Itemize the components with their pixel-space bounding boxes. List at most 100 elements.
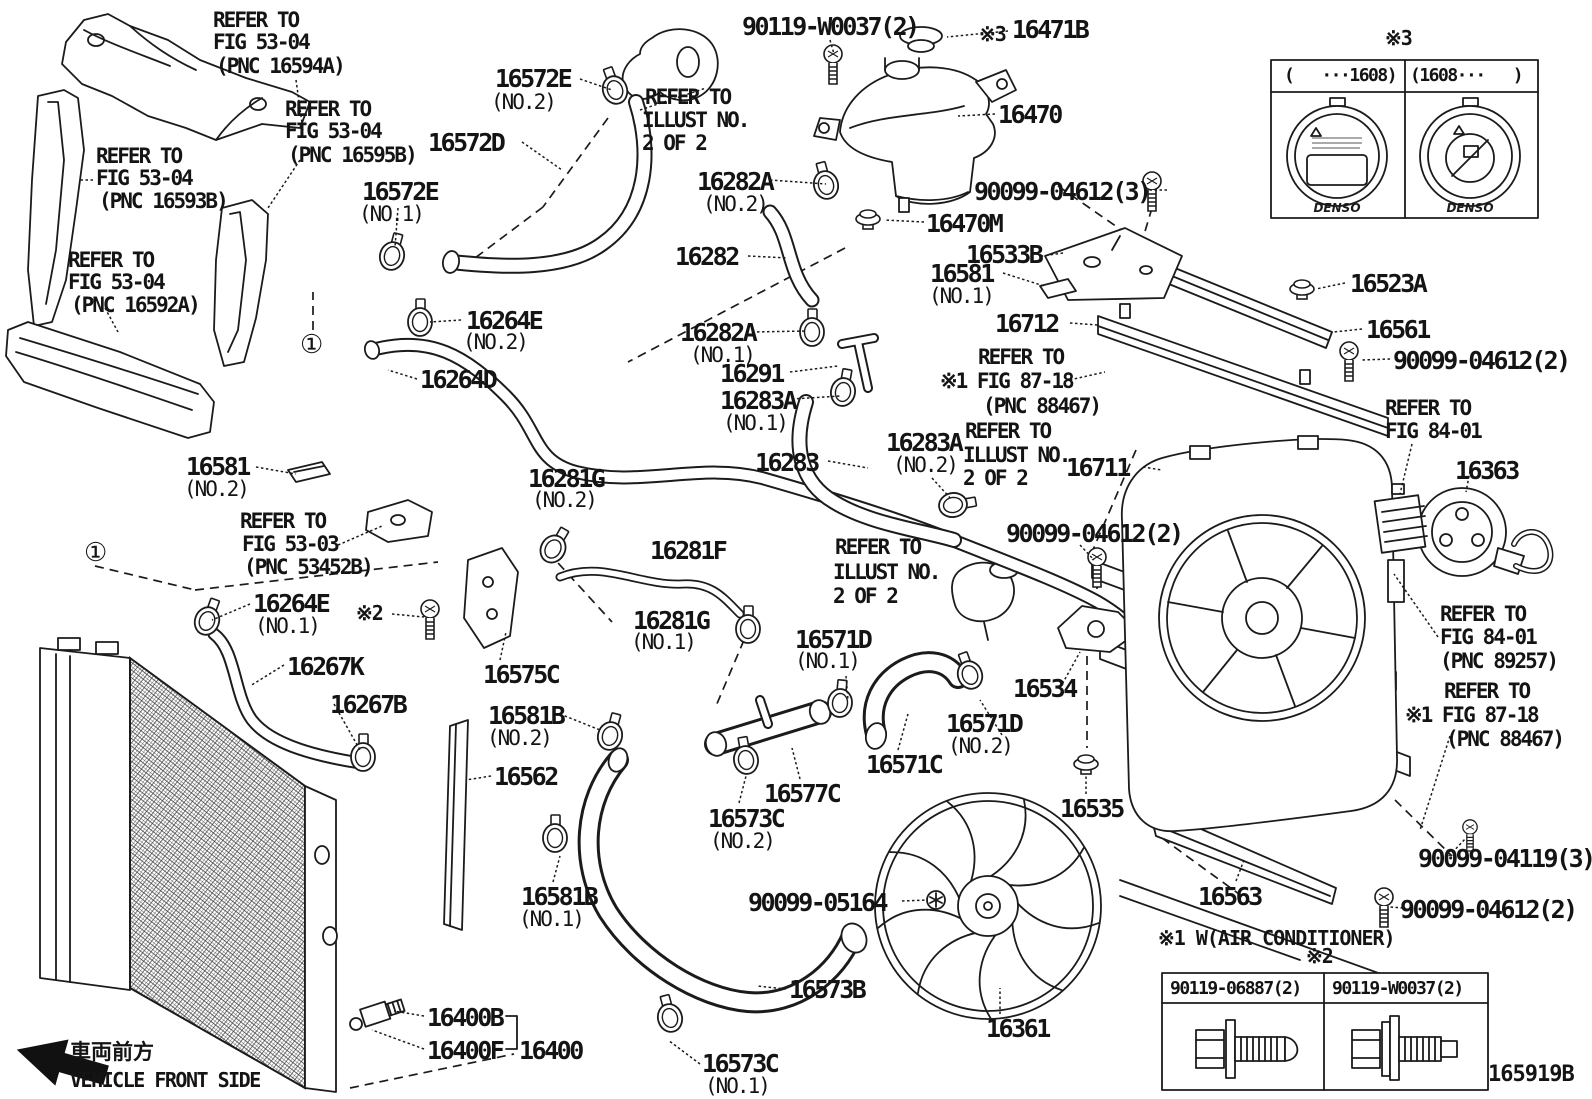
radiator: [39, 637, 338, 1093]
label-ref-5303-1: REFER TO: [240, 509, 327, 533]
cap-after-1608: DENSO: [1419, 97, 1521, 215]
cooling-fan: [874, 792, 1102, 1020]
label-ref-8401b-1: REFER TO: [1440, 602, 1527, 626]
label-part-16523a: 16523A: [1350, 269, 1428, 298]
label-part-16363: 16363: [1455, 456, 1520, 485]
label-part-16283a-no2: 16283A: [886, 428, 964, 457]
radiator-reserve-cap: [899, 26, 943, 53]
label-ref-illc-3: 2 OF 2: [833, 584, 899, 608]
label-part-16572e-no1: 16572E: [362, 177, 440, 206]
label-part-16283: 16283: [755, 448, 820, 477]
label-part-90099-04119: 90099-04119(3): [1418, 844, 1592, 873]
bolts-table-col1: 90119-06887(2): [1170, 978, 1302, 999]
denso-logo-right: DENSO: [1446, 201, 1493, 215]
label-part-90099-05164: 90099-05164: [748, 888, 889, 917]
label-ref-16593b-2: FIG 53-04: [96, 166, 194, 190]
bolt-06887: [1195, 1019, 1299, 1079]
label-part-16572e-no2: 16572E: [495, 64, 573, 93]
label-part-16571c: 16571C: [866, 750, 944, 779]
label-part-16471b: 16471B: [1012, 15, 1090, 44]
label-part-16281f: 16281F: [650, 536, 728, 565]
label-part-16470m: 16470M: [926, 209, 1004, 238]
label-ref-8718r-2: ※1 FIG 87-18: [1405, 703, 1540, 727]
figure-code: 165919B: [1488, 1062, 1575, 1087]
label-ref-16594a-1: REFER TO: [213, 8, 300, 32]
label-sub-16281g-no2: (NO.2): [532, 488, 598, 512]
label-part-16282: 16282: [675, 242, 740, 271]
label-part-16573c-no2: 16573C: [708, 804, 786, 833]
label-part-16581b-no1: 16581B: [521, 882, 599, 911]
label-sub-16283a-no1: (NO.1): [723, 411, 789, 435]
fan-resistor: [1373, 483, 1428, 554]
label-ref-illust-top-1: REFER TO: [645, 85, 732, 109]
label-part-16533b: 16533B: [966, 240, 1044, 269]
label-ref-8718r-3: (PNC 88467): [1446, 727, 1565, 751]
label-part-16534: 16534: [1013, 674, 1078, 703]
label-sub-16282a-no2: (NO.2): [703, 192, 769, 216]
label-part-16282a-no2: 16282A: [697, 167, 775, 196]
front-side-label-jp: 車両前方: [70, 1040, 154, 1064]
label-ref-illc-2: ILLUST NO.: [833, 560, 941, 584]
label-part-16581-no1: 16581: [930, 259, 995, 288]
bolts-table-note: ※2: [1306, 944, 1334, 968]
caps-table-col2: (1608··· ): [1410, 65, 1524, 86]
label-sub-16573c-no1: (NO.1): [705, 1074, 771, 1098]
fasteners: [420, 44, 1478, 928]
label-sub-16572e-no2: (NO.2): [491, 90, 557, 114]
label-ref-illm-3: 2 OF 2: [963, 466, 1029, 490]
label-ref-16594a-2: FIG 53-04: [213, 30, 311, 54]
label-note-2-mid: ※2: [356, 601, 384, 625]
label-part-16470: 16470: [998, 100, 1063, 129]
label-part-16264e-no2: 16264E: [466, 306, 544, 335]
label-ref-5303-3: (PNC 53452B): [244, 555, 374, 579]
label-ref-8401t-2: FIG 84-01: [1385, 419, 1483, 443]
label-part-90099-04612-r: 90099-04612(2): [1393, 346, 1571, 375]
leader-lines: [78, 30, 1471, 1065]
label-part-16581b-no2: 16581B: [488, 701, 566, 730]
label-ref-16595b-2: FIG 53-04: [285, 119, 383, 143]
label-sub-16264e-no1: (NO.1): [255, 614, 321, 638]
denso-logo-left: DENSO: [1313, 201, 1360, 215]
label-part-16281g-no2: 16281G: [528, 464, 606, 493]
label-sub-16264e-no2: (NO.2): [463, 330, 529, 354]
drain-cock: [359, 998, 406, 1028]
label-ref-illm-1: REFER TO: [965, 419, 1052, 443]
caps-table-col1: ( ···1608): [1284, 65, 1398, 86]
bolts-table: [1161, 972, 1489, 1091]
label-part-16283a-no1: 16283A: [720, 386, 798, 415]
label-part-16281g-no1: 16281G: [633, 606, 711, 635]
label-ref-16593b-1: REFER TO: [96, 144, 183, 168]
label-ref-illc-1: REFER TO: [835, 535, 922, 559]
assembly-dash-lines: [94, 117, 1453, 1089]
label-ref-16592a-3: (PNC 16592A): [71, 293, 201, 317]
label-part-16267b: 16267B: [330, 690, 408, 719]
water-inlet: [951, 561, 1019, 641]
fan-shroud: [1121, 435, 1405, 832]
label-ref-5303-2: FIG 53-03: [242, 532, 340, 556]
label-sub-16572e-no1: (NO.1): [359, 202, 425, 226]
label-sub-16581-no1: (NO.1): [929, 284, 995, 308]
label-ref-16592a-1: REFER TO: [68, 248, 155, 272]
label-part-90099-04612-br: 90099-04612(2): [1400, 895, 1578, 924]
label-sub-16581b-no2: (NO.2): [487, 726, 553, 750]
fan-nut: [926, 890, 946, 910]
label-sub-16571d-no1: (NO.1): [795, 649, 861, 673]
label-circ-1b: ①: [84, 538, 108, 568]
label-part-16264e-no1: 16264E: [253, 589, 331, 618]
label-part-16573b: 16573B: [789, 975, 867, 1004]
label-sub-16573c-no2: (NO.2): [710, 829, 776, 853]
label-ref-8718m-2: ※1 FIG 87-18: [940, 369, 1075, 393]
label-sub-16581-no2: (NO.2): [184, 477, 250, 501]
label-part-90119-w0037: 90119-W0037(2): [742, 12, 920, 41]
label-part-16581-no2: 16581: [186, 452, 251, 481]
label-part-16535: 16535: [1060, 794, 1125, 823]
label-ref-16595b-1: REFER TO: [285, 97, 372, 121]
caps-table-note: ※3: [1385, 26, 1413, 50]
hoses: [207, 94, 1153, 1014]
label-part-16400: 16400: [519, 1036, 584, 1065]
label-sub-16281g-no1: (NO.1): [631, 630, 697, 654]
label-sub-16571d-no2: (NO.2): [948, 734, 1014, 758]
label-part-16400f: 16400F: [427, 1036, 505, 1065]
